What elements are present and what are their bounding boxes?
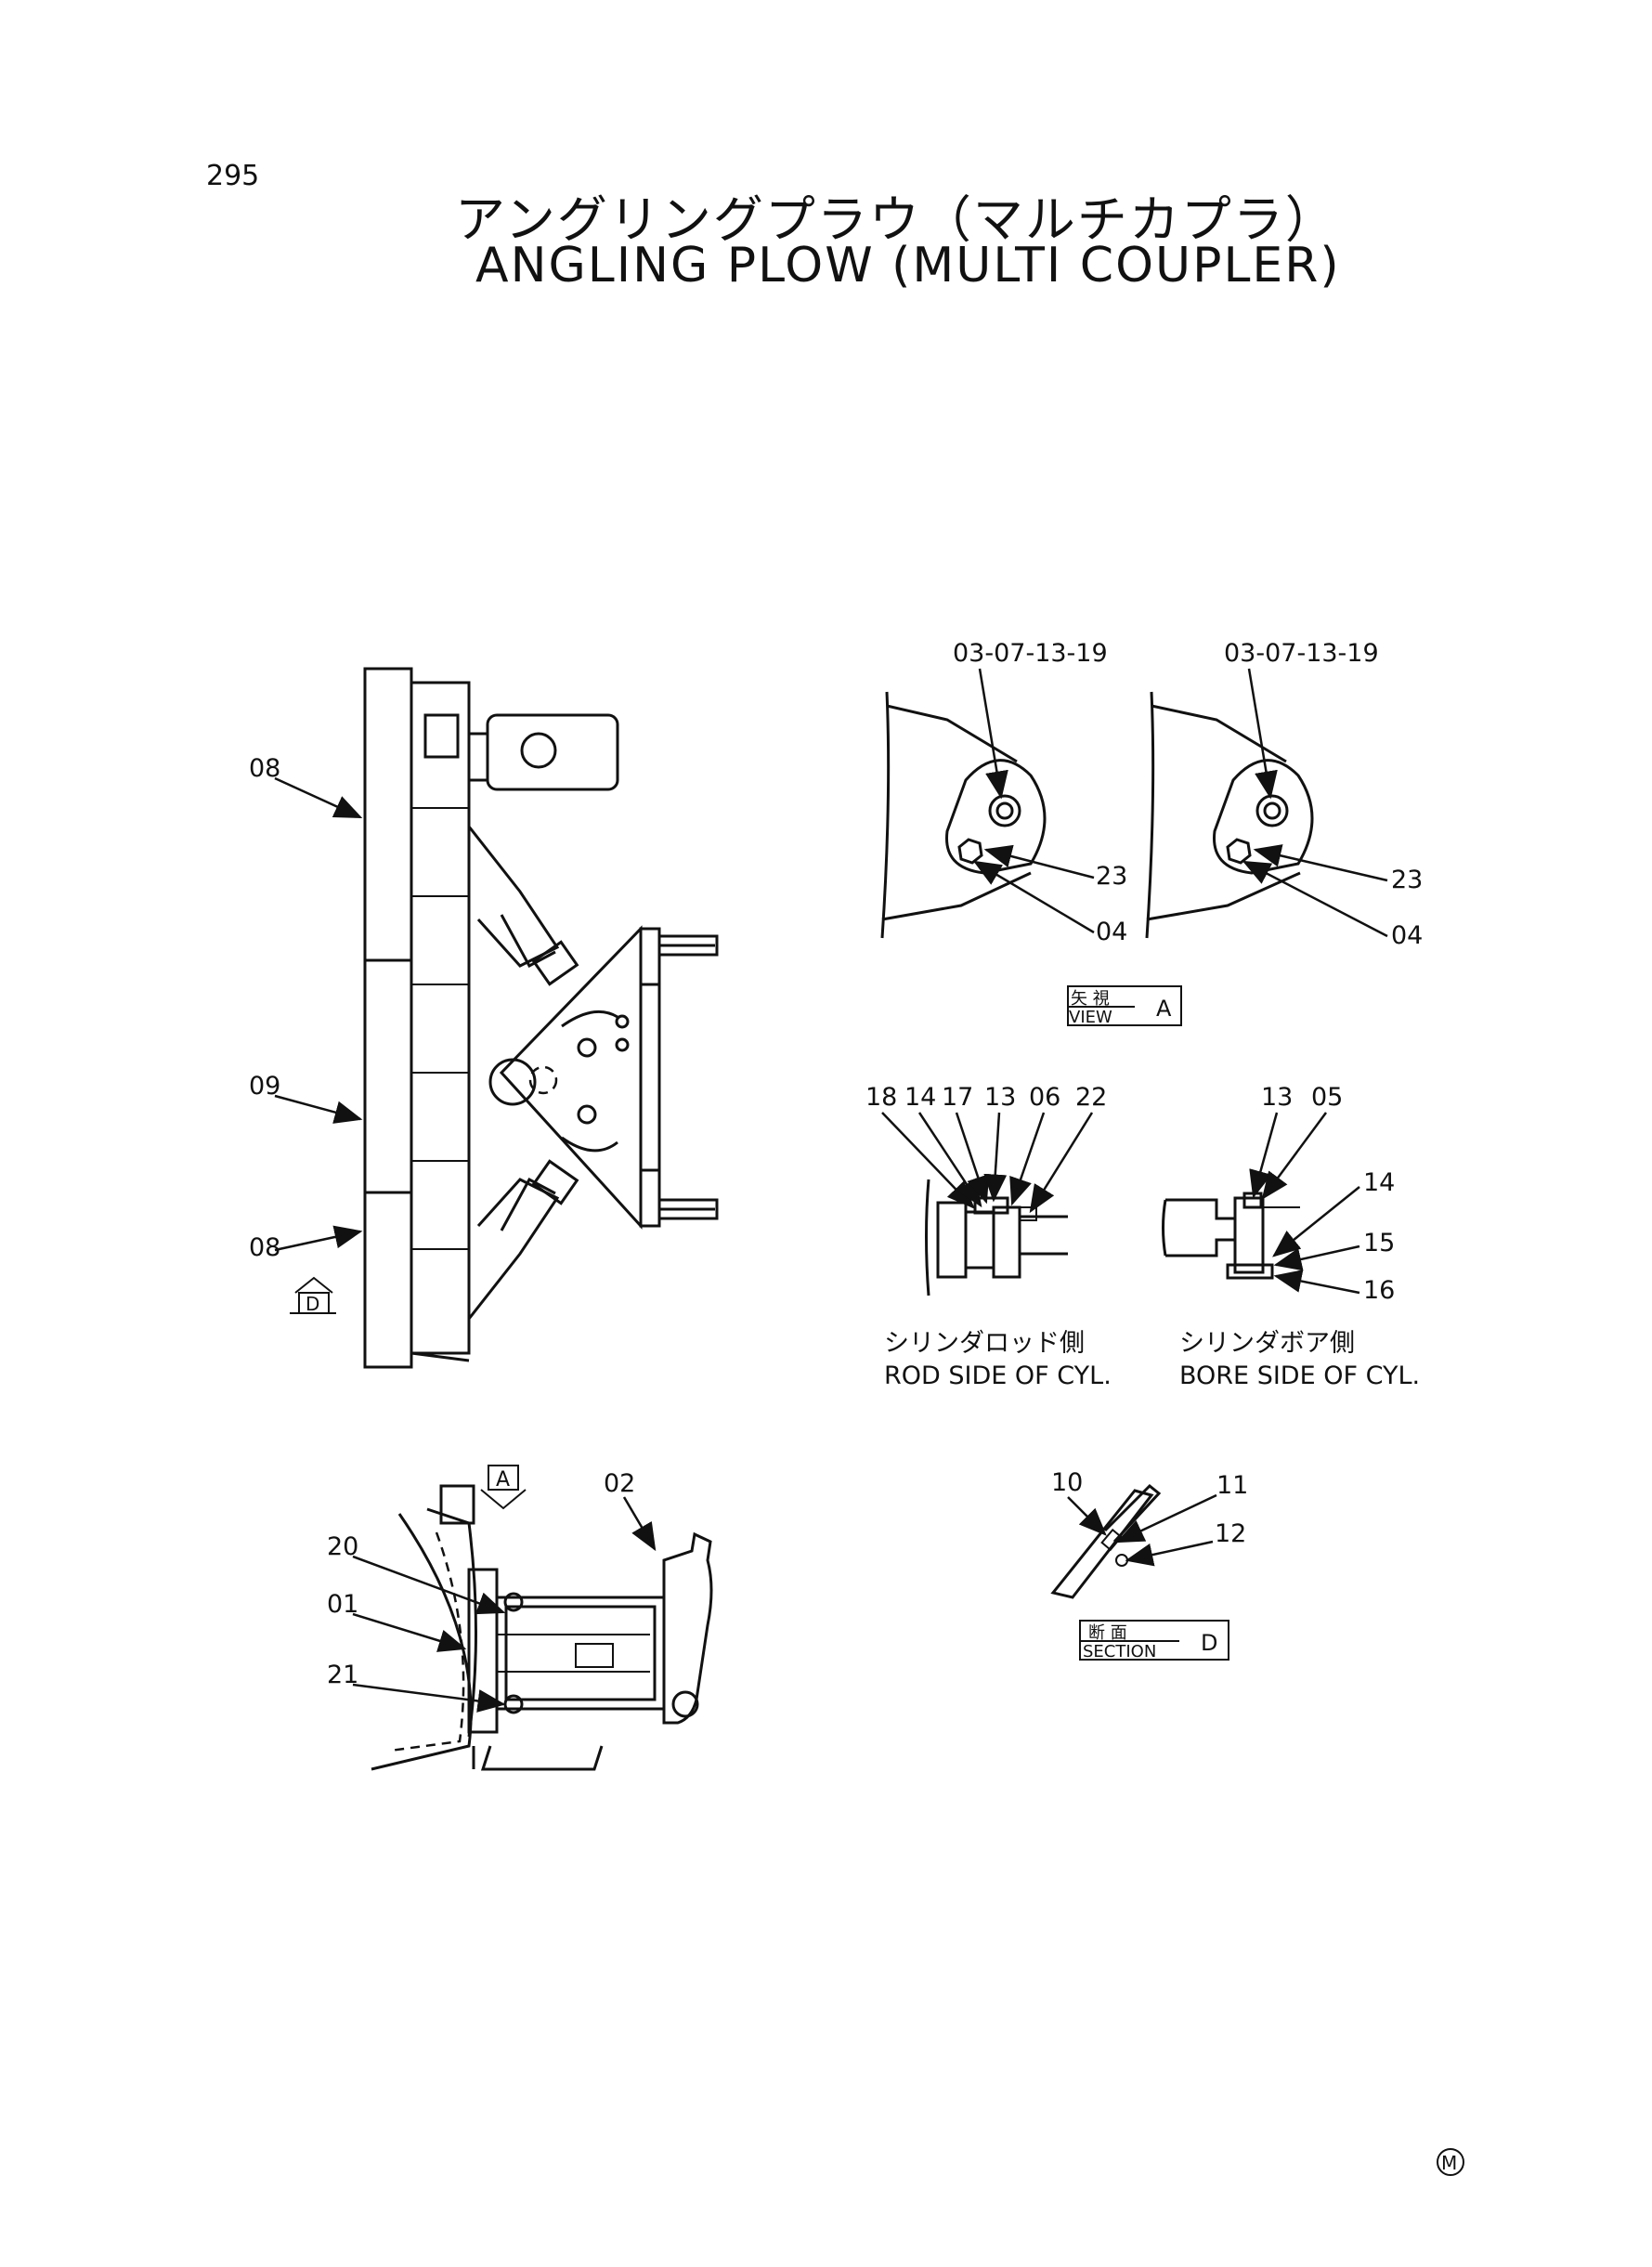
- leader-20: [352, 1555, 506, 1615]
- svg-text:SECTION: SECTION: [1083, 1642, 1156, 1661]
- leader-08-top: [274, 776, 363, 819]
- leader-08-bottom: [274, 1225, 363, 1252]
- bore-number-14: 14: [1363, 1168, 1395, 1197]
- svg-text:D: D: [306, 1293, 319, 1315]
- leader-bore-05: [1261, 1112, 1328, 1201]
- leader-bore-15: [1273, 1244, 1360, 1271]
- leader-section-11: [1115, 1493, 1217, 1544]
- section-number-10: 10: [1051, 1468, 1083, 1497]
- section-d-tag: 断 面 SECTION D: [1079, 1620, 1229, 1661]
- leader-bolt-right: [1247, 668, 1278, 800]
- leader-23-right: [1253, 844, 1388, 882]
- title-japanese: アングリングプラウ（マルチカプラ）: [455, 190, 1337, 249]
- leader-bore-14: [1272, 1186, 1360, 1257]
- label-02: 02: [604, 1469, 635, 1498]
- label-23-left: 23: [1096, 862, 1127, 891]
- bore-number-13: 13: [1261, 1083, 1293, 1112]
- leader-bore-13: [1249, 1112, 1279, 1199]
- svg-text:18: 18: [865, 1083, 897, 1112]
- bore-number-16: 16: [1363, 1276, 1395, 1305]
- leader-04-right: [1242, 860, 1388, 938]
- section-number-12: 12: [1215, 1519, 1246, 1548]
- leader-bolt-left: [978, 668, 1008, 800]
- label-04-left: 04: [1096, 918, 1127, 946]
- leader-section-10: [1067, 1496, 1107, 1536]
- view-a-tag: 矢 視 VIEW A: [1067, 985, 1182, 1027]
- page-number: 295: [206, 160, 260, 192]
- rod-side-caption-jp: シリンダロッド側: [884, 1329, 1085, 1358]
- leader-09: [274, 1094, 363, 1124]
- side-view: [371, 1484, 713, 1771]
- bore-side-caption-jp: シリンダボア側: [1179, 1329, 1355, 1358]
- svg-text:06: 06: [1029, 1083, 1060, 1112]
- view-a-detail-right: [1145, 691, 1314, 939]
- leader-23-left: [983, 844, 1095, 879]
- svg-text:矢 視: 矢 視: [1071, 989, 1110, 1009]
- rod-side-detail: [925, 1179, 1068, 1296]
- view-a-marker: A: [480, 1465, 527, 1510]
- section-d-marker: D: [290, 1276, 336, 1315]
- view-a-detail-left: [880, 691, 1047, 939]
- label-08-bottom: 08: [249, 1233, 280, 1262]
- bolt-spec-left: 03-07-13-19: [953, 639, 1108, 668]
- section-number-11: 11: [1216, 1471, 1248, 1500]
- svg-text:A: A: [496, 1468, 510, 1492]
- svg-text:VIEW: VIEW: [1069, 1008, 1112, 1027]
- leader-02: [622, 1496, 657, 1552]
- bore-side-caption-en: BORE SIDE OF CYL.: [1179, 1362, 1420, 1390]
- svg-text:断 面: 断 面: [1088, 1623, 1127, 1643]
- leader-21: [352, 1683, 506, 1713]
- leader-bore-16: [1273, 1270, 1360, 1295]
- leader-04-left: [972, 860, 1095, 934]
- leader-section-12: [1125, 1540, 1214, 1567]
- title-english: ANGLING PLOW (MULTI COUPLER): [475, 238, 1341, 293]
- footer-mark: M: [1437, 2148, 1464, 2176]
- label-23-right: 23: [1391, 866, 1423, 894]
- svg-text:M: M: [1441, 2152, 1457, 2174]
- svg-text:22: 22: [1075, 1083, 1107, 1112]
- rod-side-numbers: 18 14 17 13 06 22: [865, 1083, 1107, 1112]
- main-plan-view: [363, 667, 719, 1369]
- bore-number-15: 15: [1363, 1229, 1395, 1257]
- section-d-detail: [1050, 1483, 1162, 1599]
- svg-text:17: 17: [942, 1083, 973, 1112]
- leader-01: [352, 1612, 467, 1652]
- bolt-spec-right: 03-07-13-19: [1224, 639, 1379, 668]
- rod-side-caption-en: ROD SIDE OF CYL.: [884, 1362, 1112, 1390]
- svg-text:13: 13: [984, 1083, 1016, 1112]
- svg-text:14: 14: [904, 1083, 936, 1112]
- label-04-right: 04: [1391, 921, 1423, 950]
- bore-number-05: 05: [1311, 1083, 1343, 1112]
- svg-text:A: A: [1156, 996, 1172, 1022]
- rod-side-leaders: [881, 1112, 1094, 1214]
- svg-text:D: D: [1201, 1630, 1217, 1656]
